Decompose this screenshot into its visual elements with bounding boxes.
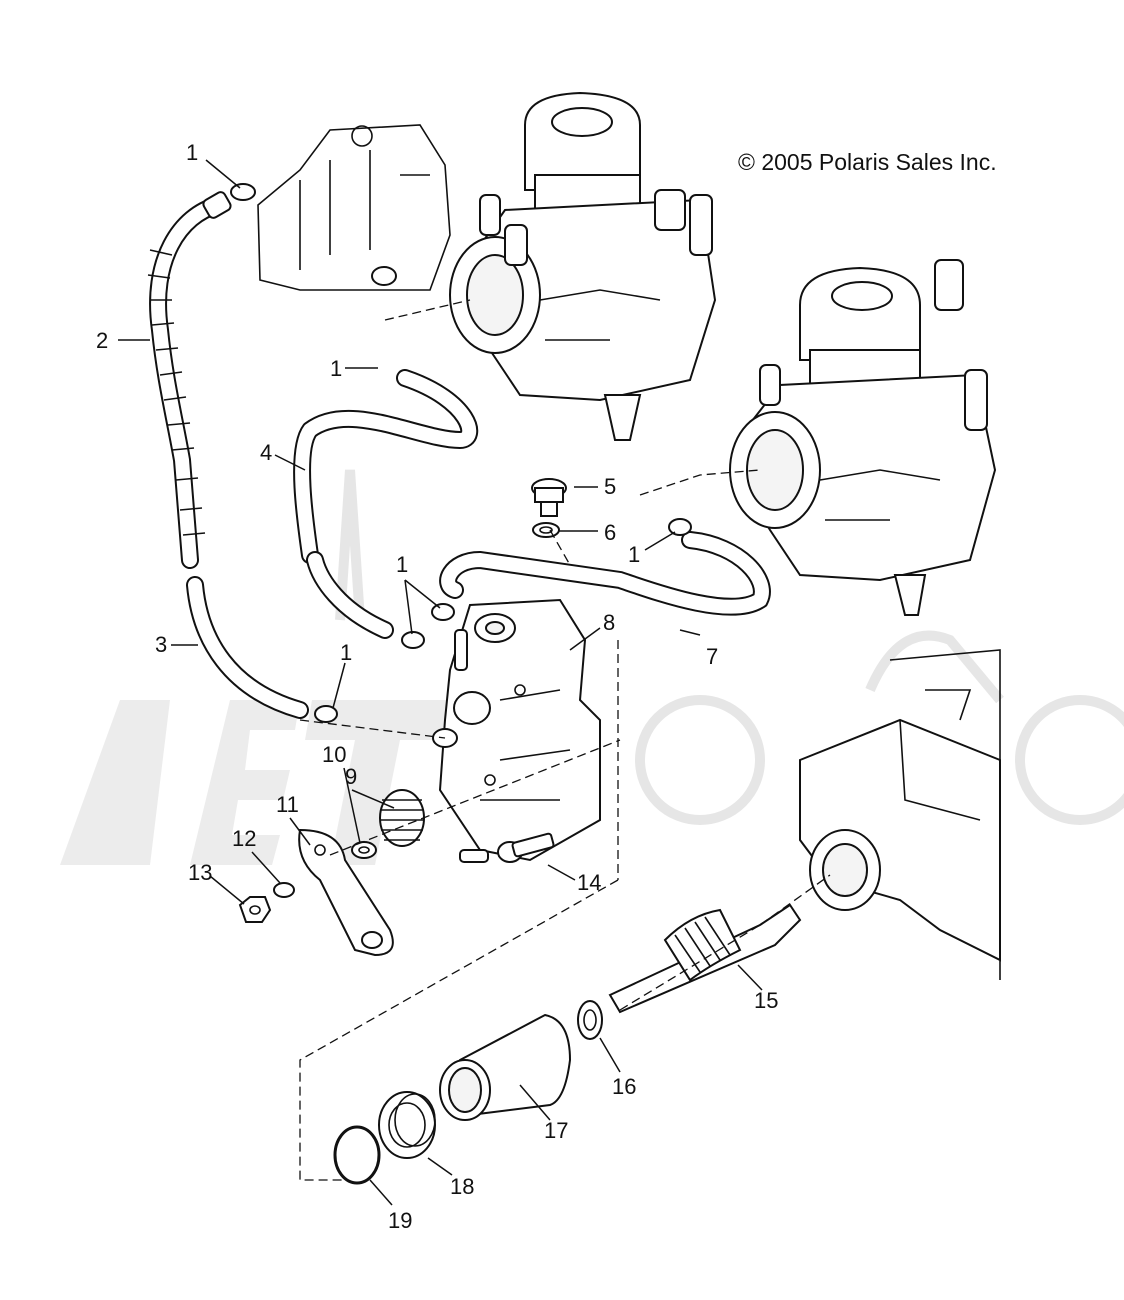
hose-4 <box>293 369 479 639</box>
nut-13 <box>238 896 272 923</box>
callout-18: 18 <box>450 1174 474 1199</box>
lever-11 <box>298 828 394 957</box>
bolt-14 <box>497 832 555 863</box>
callout-13: 13 <box>188 860 212 885</box>
callout-17: 17 <box>544 1118 568 1143</box>
o-ring-19 <box>333 1125 381 1185</box>
callout-6: 6 <box>604 520 616 545</box>
callout-16: 16 <box>612 1074 636 1099</box>
washer-6 <box>532 522 560 538</box>
spring-9 <box>379 789 425 847</box>
washer-12 <box>273 882 295 898</box>
banjo-bolt-5 <box>531 478 567 517</box>
callout-1-right: 1 <box>628 542 640 567</box>
callout-1-pump: 1 <box>396 552 408 577</box>
leader-lines <box>118 159 763 1206</box>
assembly-lines <box>299 299 831 1181</box>
callout-8: 8 <box>603 610 615 635</box>
spring-18 <box>378 1091 436 1159</box>
callout-7: 7 <box>706 644 718 669</box>
callout-2: 2 <box>96 328 108 353</box>
callout-9: 9 <box>345 764 357 789</box>
callout-1-top: 1 <box>186 140 198 165</box>
oil-pump-8 <box>432 598 601 863</box>
callout-11: 11 <box>276 792 299 817</box>
callout-1-hose3: 1 <box>340 640 352 665</box>
hose-clamps <box>230 183 692 723</box>
engine-case-lower-right <box>799 649 1001 980</box>
callout-labels: 1 1 1 1 1 2 3 4 5 6 7 8 9 10 11 12 13 14… <box>96 140 778 1233</box>
callout-14: 14 <box>577 870 601 895</box>
sleeve-17 <box>439 1013 572 1121</box>
callout-5: 5 <box>604 474 616 499</box>
hose-7 <box>439 531 771 616</box>
callout-4: 4 <box>260 440 272 465</box>
hose-2 <box>147 191 232 569</box>
carburetor-right <box>729 259 997 616</box>
callout-1-carb: 1 <box>330 356 342 381</box>
callout-12: 12 <box>232 826 256 851</box>
callout-19: 19 <box>388 1208 412 1233</box>
copyright-text: © 2005 Polaris Sales Inc. <box>738 149 997 175</box>
washer-10 <box>351 841 377 859</box>
callout-15: 15 <box>754 988 778 1013</box>
washer-16 <box>577 1000 603 1040</box>
callout-10: 10 <box>322 742 346 767</box>
carburetor-upper <box>449 91 717 441</box>
engine-block-upper <box>257 124 451 291</box>
callout-3: 3 <box>155 632 167 657</box>
hose-3 <box>186 576 309 719</box>
watermark-logo <box>60 469 1124 865</box>
